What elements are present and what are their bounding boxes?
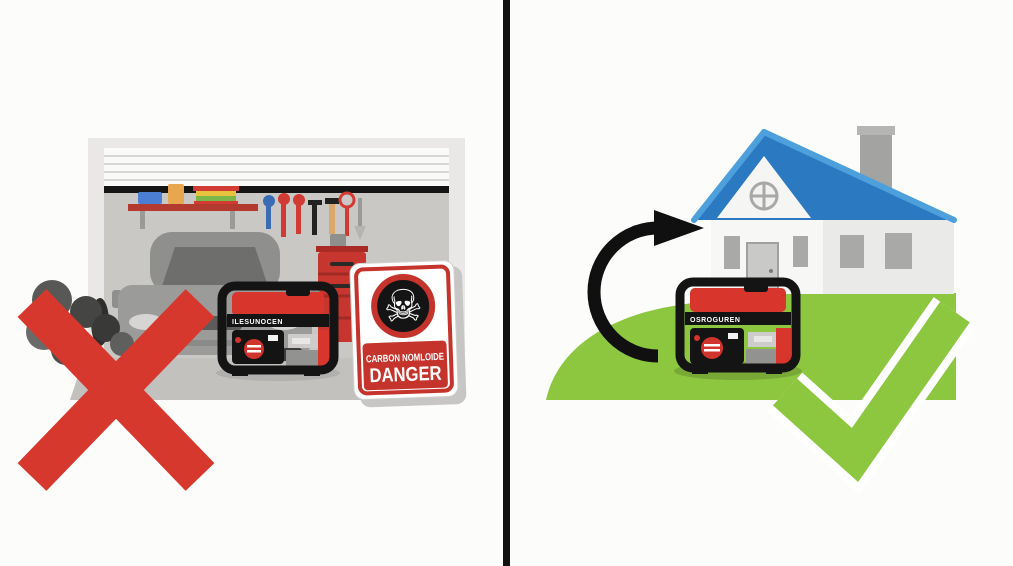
chimney-cap xyxy=(857,126,895,135)
generator-indicator xyxy=(694,335,700,341)
sign-red-panel xyxy=(362,340,448,391)
generator: OSROGUREN xyxy=(674,277,802,380)
generator-dial xyxy=(701,337,723,359)
door-knob xyxy=(769,269,773,273)
generator-fuel-tank xyxy=(690,288,786,312)
move-outside-arrow xyxy=(587,210,704,363)
generator-side-panel xyxy=(776,328,791,366)
safe-outdoor-scene: OSROGUREN xyxy=(546,126,977,494)
generator-frame xyxy=(675,277,801,373)
round-window xyxy=(749,181,779,211)
generator-brand-text: OSROGUREN xyxy=(690,317,740,324)
generator-foot xyxy=(692,366,708,374)
generator-brand-band xyxy=(227,314,329,327)
generator-foot xyxy=(232,368,248,376)
generator-foot xyxy=(766,366,782,374)
checkmark-stroke xyxy=(772,301,970,482)
hammer-icon xyxy=(325,198,339,234)
sign-line1: CARBON NOMLOIDE xyxy=(366,352,445,366)
black-tool-icon xyxy=(308,200,322,235)
tool-wall xyxy=(263,191,366,240)
sign-line2: DANGER xyxy=(369,363,442,388)
cabinet-top xyxy=(316,246,368,252)
generator-brand-band xyxy=(685,312,791,325)
generator-outlet xyxy=(268,335,278,341)
red-x-mark xyxy=(17,289,215,491)
roof-trim xyxy=(691,129,957,223)
shelf-bracket xyxy=(230,211,235,229)
garage-door-slat-lines xyxy=(104,155,449,181)
panel-divider xyxy=(503,0,510,566)
arrow-arc xyxy=(587,221,659,363)
shelf-board xyxy=(128,204,258,211)
striped-boxes xyxy=(193,186,239,204)
generator-frame xyxy=(217,281,339,375)
red-wrench-icon xyxy=(278,193,290,237)
vise xyxy=(330,234,346,248)
windows xyxy=(724,233,912,269)
generator-foot xyxy=(304,368,320,376)
generator-dial xyxy=(244,339,264,359)
orange-can xyxy=(168,184,184,204)
car-windshield xyxy=(160,247,270,292)
arrow-head xyxy=(654,210,704,246)
generator-side-panel xyxy=(318,330,332,366)
blue-wrench-icon xyxy=(263,195,275,229)
garage-door-band xyxy=(104,186,449,193)
generator-engine-base xyxy=(286,350,326,366)
unsafe-garage-scene: ILESUNOCEN ☠ CARBON NOMLOIDE DANGER xyxy=(17,138,467,491)
red-loop-tool-icon xyxy=(338,191,356,236)
screwdriver-icon xyxy=(354,198,366,240)
generator-outlet xyxy=(728,333,738,339)
generator-brand-text: ILESUNOCEN xyxy=(232,319,283,326)
generator-fuel-tank xyxy=(232,292,324,316)
generator-indicator xyxy=(235,337,241,343)
blue-box xyxy=(138,192,162,204)
skull-crossbones-icon: ☠ xyxy=(383,280,424,332)
sign-emblem-circle xyxy=(371,274,436,339)
generator: ILESUNOCEN xyxy=(216,281,340,381)
green-checkmark xyxy=(767,297,977,494)
cabinet-handles xyxy=(330,262,354,288)
shelf-bracket xyxy=(140,211,145,229)
storage-shelf xyxy=(128,184,258,229)
danger-sign: ☠ CARBON NOMLOIDE DANGER xyxy=(349,260,467,408)
house xyxy=(691,126,957,295)
red-wrench-icon xyxy=(293,194,305,234)
